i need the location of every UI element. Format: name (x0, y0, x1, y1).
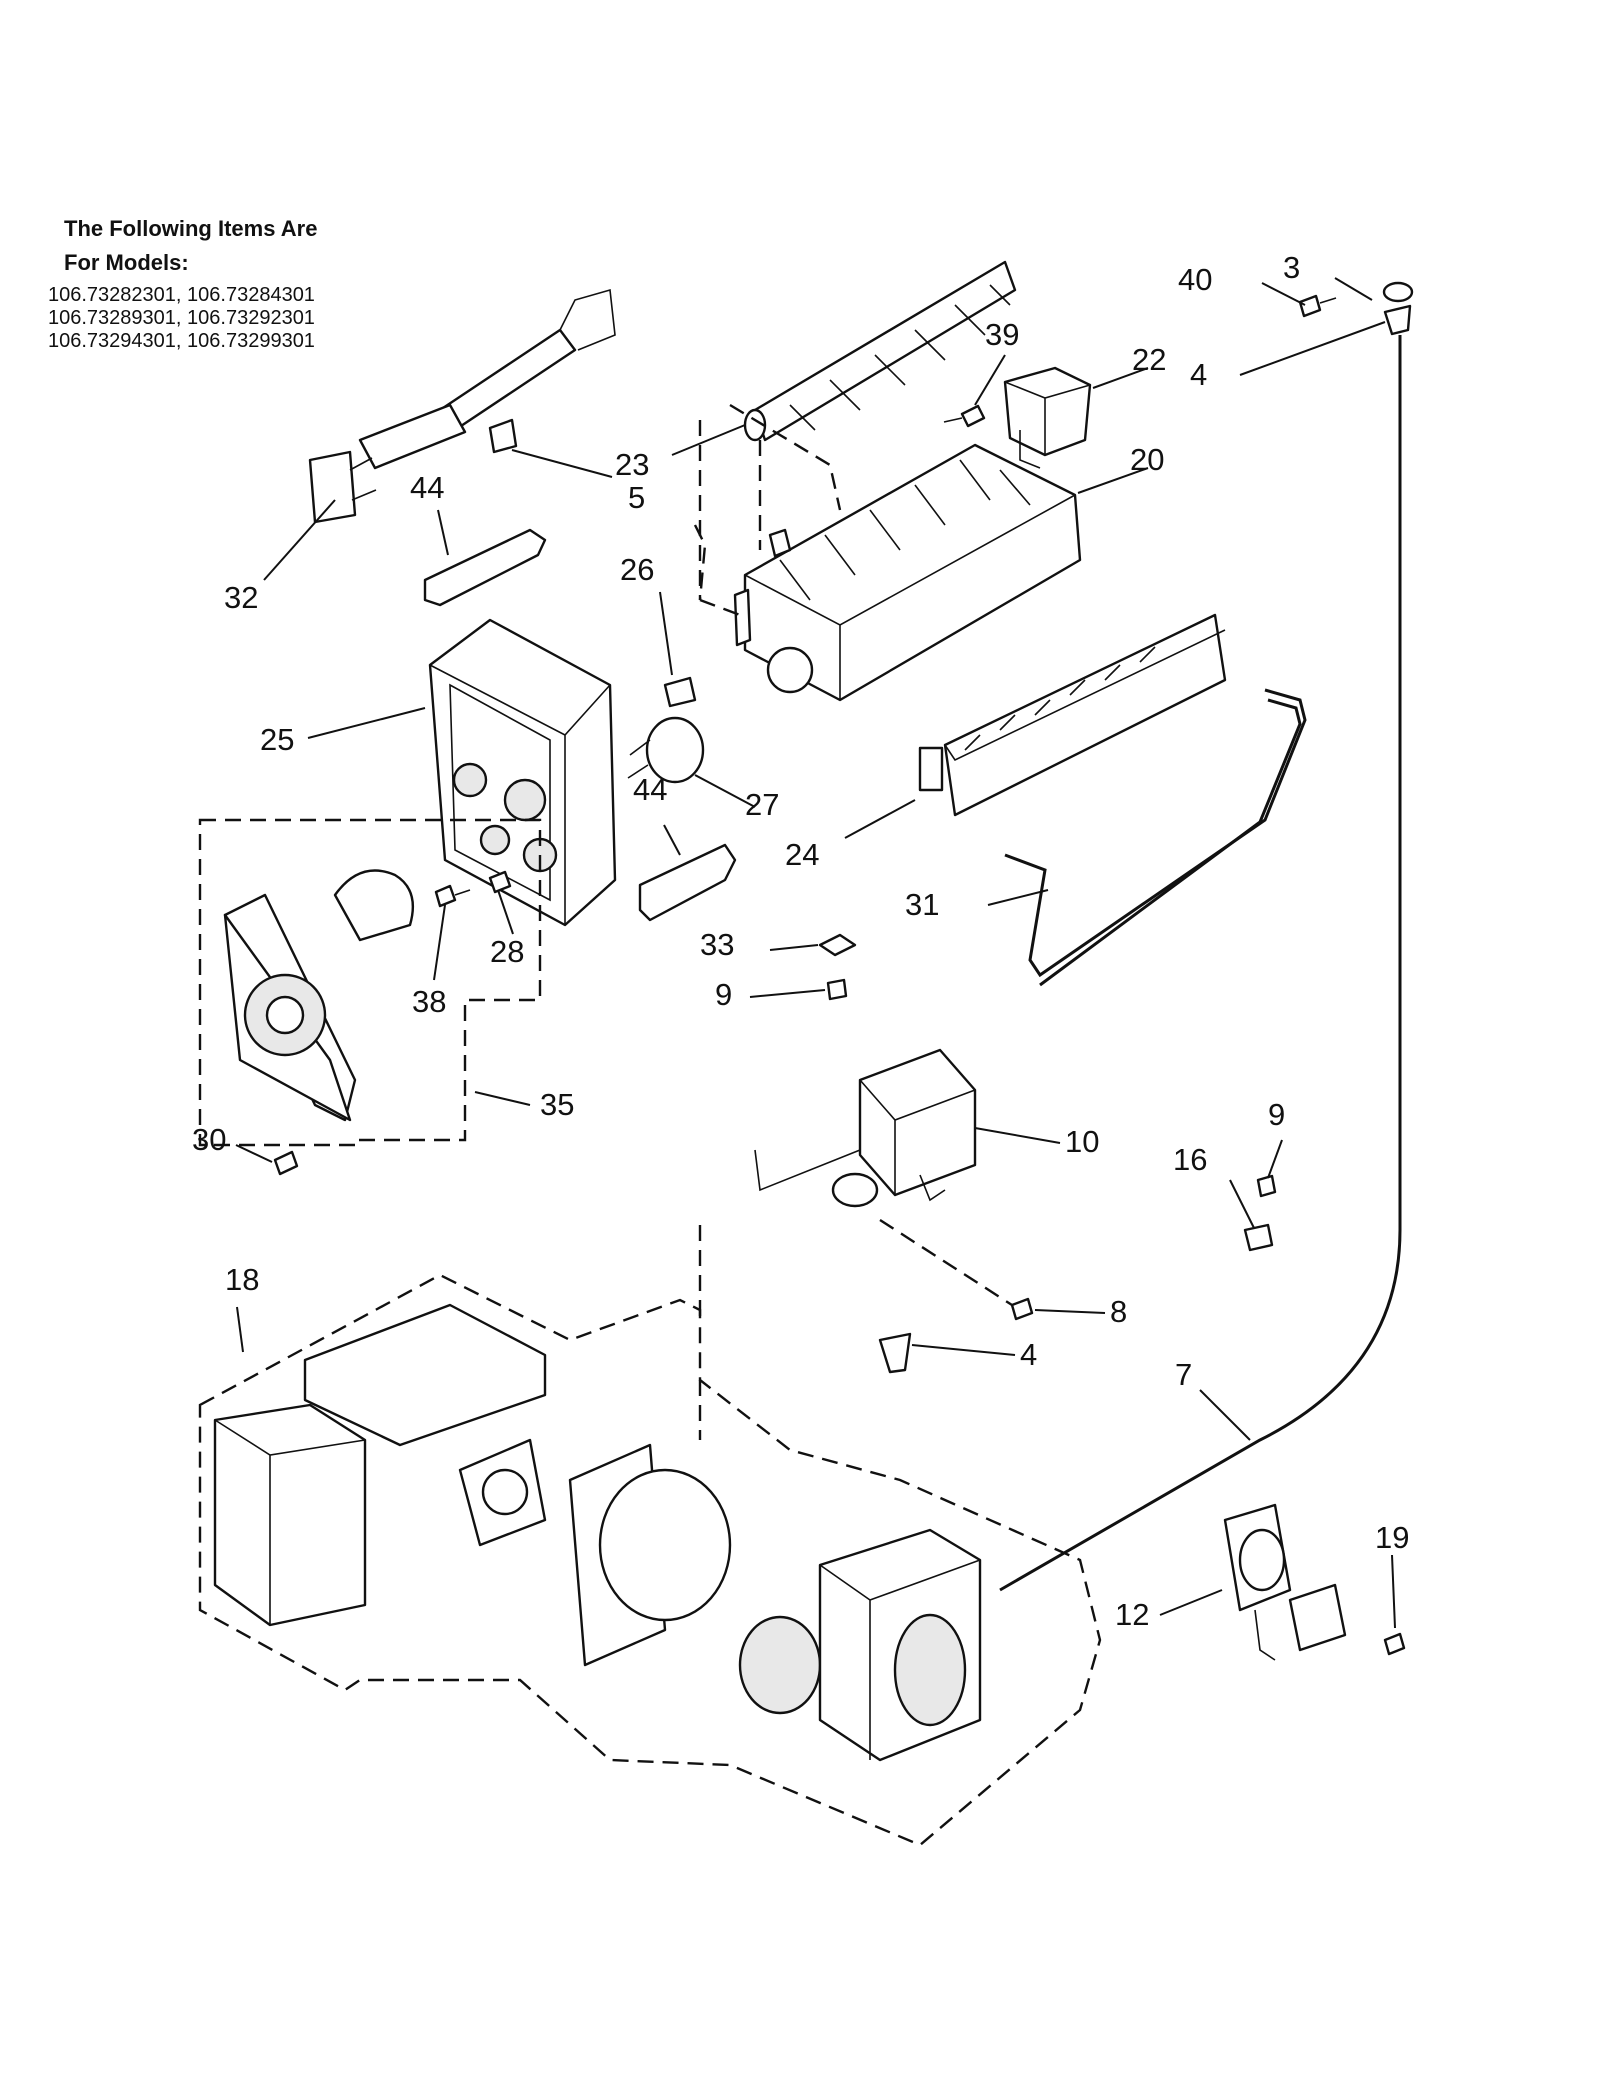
callout-7: 7 (1175, 1357, 1192, 1392)
callout-3: 3 (1283, 250, 1300, 285)
callout-18: 18 (225, 1262, 259, 1297)
control-housing (428, 618, 617, 927)
callout-23: 23 (615, 447, 649, 482)
auger-assembly (198, 1273, 1102, 1847)
fill-tube (999, 335, 1402, 1592)
wire-harness (308, 288, 616, 524)
callout-9-right: 9 (1268, 1097, 1285, 1132)
inlet-valve (1223, 1503, 1347, 1661)
callout-44-bottom: 44 (633, 772, 667, 807)
callout-16: 16 (1173, 1142, 1207, 1177)
screw-30 (273, 1150, 299, 1176)
shield-bottom (638, 843, 737, 922)
fill-cup (1003, 366, 1092, 469)
callout-33: 33 (700, 927, 734, 962)
callout-32: 32 (224, 580, 258, 615)
screw-8 (1010, 1297, 1034, 1321)
screw-19 (1383, 1632, 1406, 1656)
models-heading: The Following Items Are For Models: (64, 212, 317, 280)
thermostat-clip (663, 676, 697, 708)
screw-28 (488, 870, 512, 894)
heading-line-1: The Following Items Are (64, 216, 318, 241)
callout-25: 25 (260, 722, 294, 757)
screw-38 (434, 884, 471, 908)
clamp-16 (1243, 1223, 1274, 1252)
callout-5: 5 (628, 480, 645, 515)
grommet-3 (1382, 281, 1414, 303)
callout-labels: 3 40 4 39 22 23 5 20 44 32 26 25 27 44 2… (192, 250, 1409, 1632)
leader-lines (235, 277, 1396, 1629)
callout-10: 10 (1065, 1124, 1099, 1159)
callout-4-lower: 4 (1020, 1337, 1037, 1372)
screw-9a (826, 978, 848, 1001)
callout-28: 28 (490, 934, 524, 969)
screw-9b (1256, 1174, 1277, 1198)
model-list: 106.73282301, 106.73284301 106.73289301,… (48, 284, 315, 353)
harness-clip (488, 418, 518, 454)
callout-8: 8 (1110, 1294, 1127, 1329)
heading-line-2: For Models: (64, 250, 189, 275)
ice-mold (733, 443, 1082, 702)
callout-22: 22 (1132, 342, 1166, 377)
screw-39 (943, 404, 986, 428)
callout-26: 26 (620, 552, 654, 587)
callout-19: 19 (1375, 1520, 1409, 1555)
ice-stripper (918, 613, 1227, 817)
ice-ejector (743, 260, 1017, 442)
water-valve (754, 1048, 977, 1208)
screw-40 (1298, 294, 1337, 318)
callout-4-upper: 4 (1190, 357, 1207, 392)
callout-38: 38 (412, 984, 446, 1019)
tube-nut-upper (1383, 304, 1412, 336)
model-line-3: 106.73294301, 106.73299301 (48, 330, 315, 352)
motor-assembly (198, 818, 542, 1147)
callout-27: 27 (745, 787, 779, 822)
callout-20: 20 (1130, 442, 1164, 477)
alignment-lines (693, 403, 1013, 1440)
callout-24: 24 (785, 837, 819, 872)
callout-30: 30 (192, 1122, 226, 1157)
shield-top (423, 528, 547, 607)
model-line-2: 106.73289301, 106.73292301 (48, 307, 315, 329)
callout-40: 40 (1178, 262, 1212, 297)
shutoff-arm (1004, 688, 1307, 987)
callout-12: 12 (1115, 1597, 1149, 1632)
clip-33 (818, 933, 857, 957)
callout-9-left: 9 (715, 977, 732, 1012)
tube-nut-lower (878, 1332, 912, 1374)
callout-39: 39 (985, 317, 1019, 352)
callout-35: 35 (540, 1087, 574, 1122)
callout-44-top: 44 (410, 470, 444, 505)
thermostat (627, 716, 705, 784)
model-line-1: 106.73282301, 106.73284301 (48, 284, 315, 306)
callout-31: 31 (905, 887, 939, 922)
